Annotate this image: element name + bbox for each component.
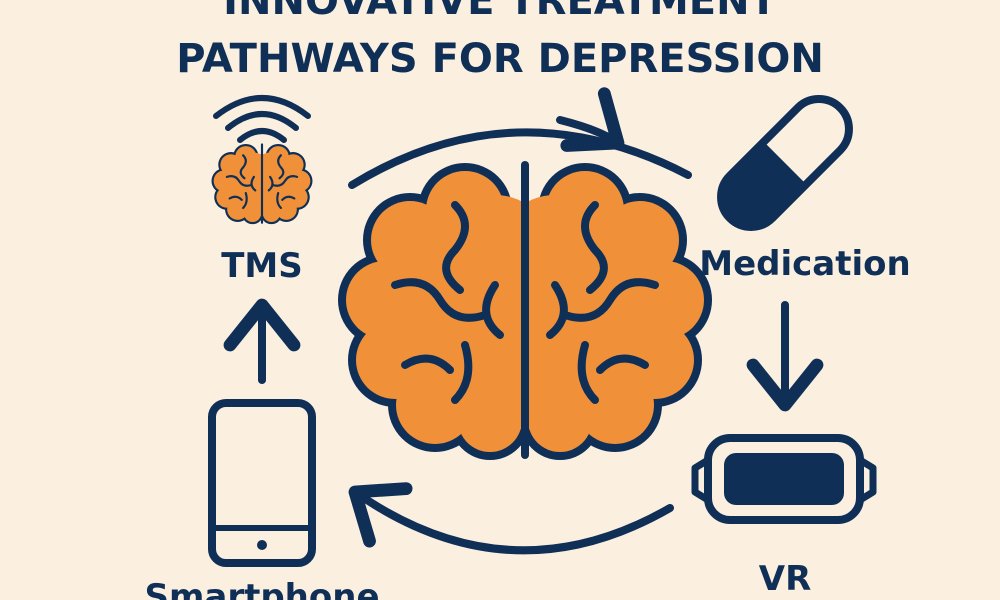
title-line-2: PATHWAYS FOR DEPRESSION <box>176 36 824 82</box>
label-medication: Medication <box>699 244 910 284</box>
label-tms: TMS <box>221 246 303 286</box>
brain-signal-icon <box>210 95 314 226</box>
title-line-1: INNOVATIVE TREATMENT <box>223 0 777 24</box>
arrow-vr-to-smartphone <box>348 482 674 555</box>
vr-headset-icon <box>691 434 877 524</box>
pill-icon <box>717 95 853 231</box>
brain-icon <box>338 163 712 460</box>
arrowhead-top <box>556 87 625 152</box>
label-vr: VR <box>759 559 812 599</box>
smartphone-icon <box>208 399 316 567</box>
arrow-tms-to-medication <box>348 128 692 189</box>
label-smartphone: Smartphone <box>144 577 379 600</box>
